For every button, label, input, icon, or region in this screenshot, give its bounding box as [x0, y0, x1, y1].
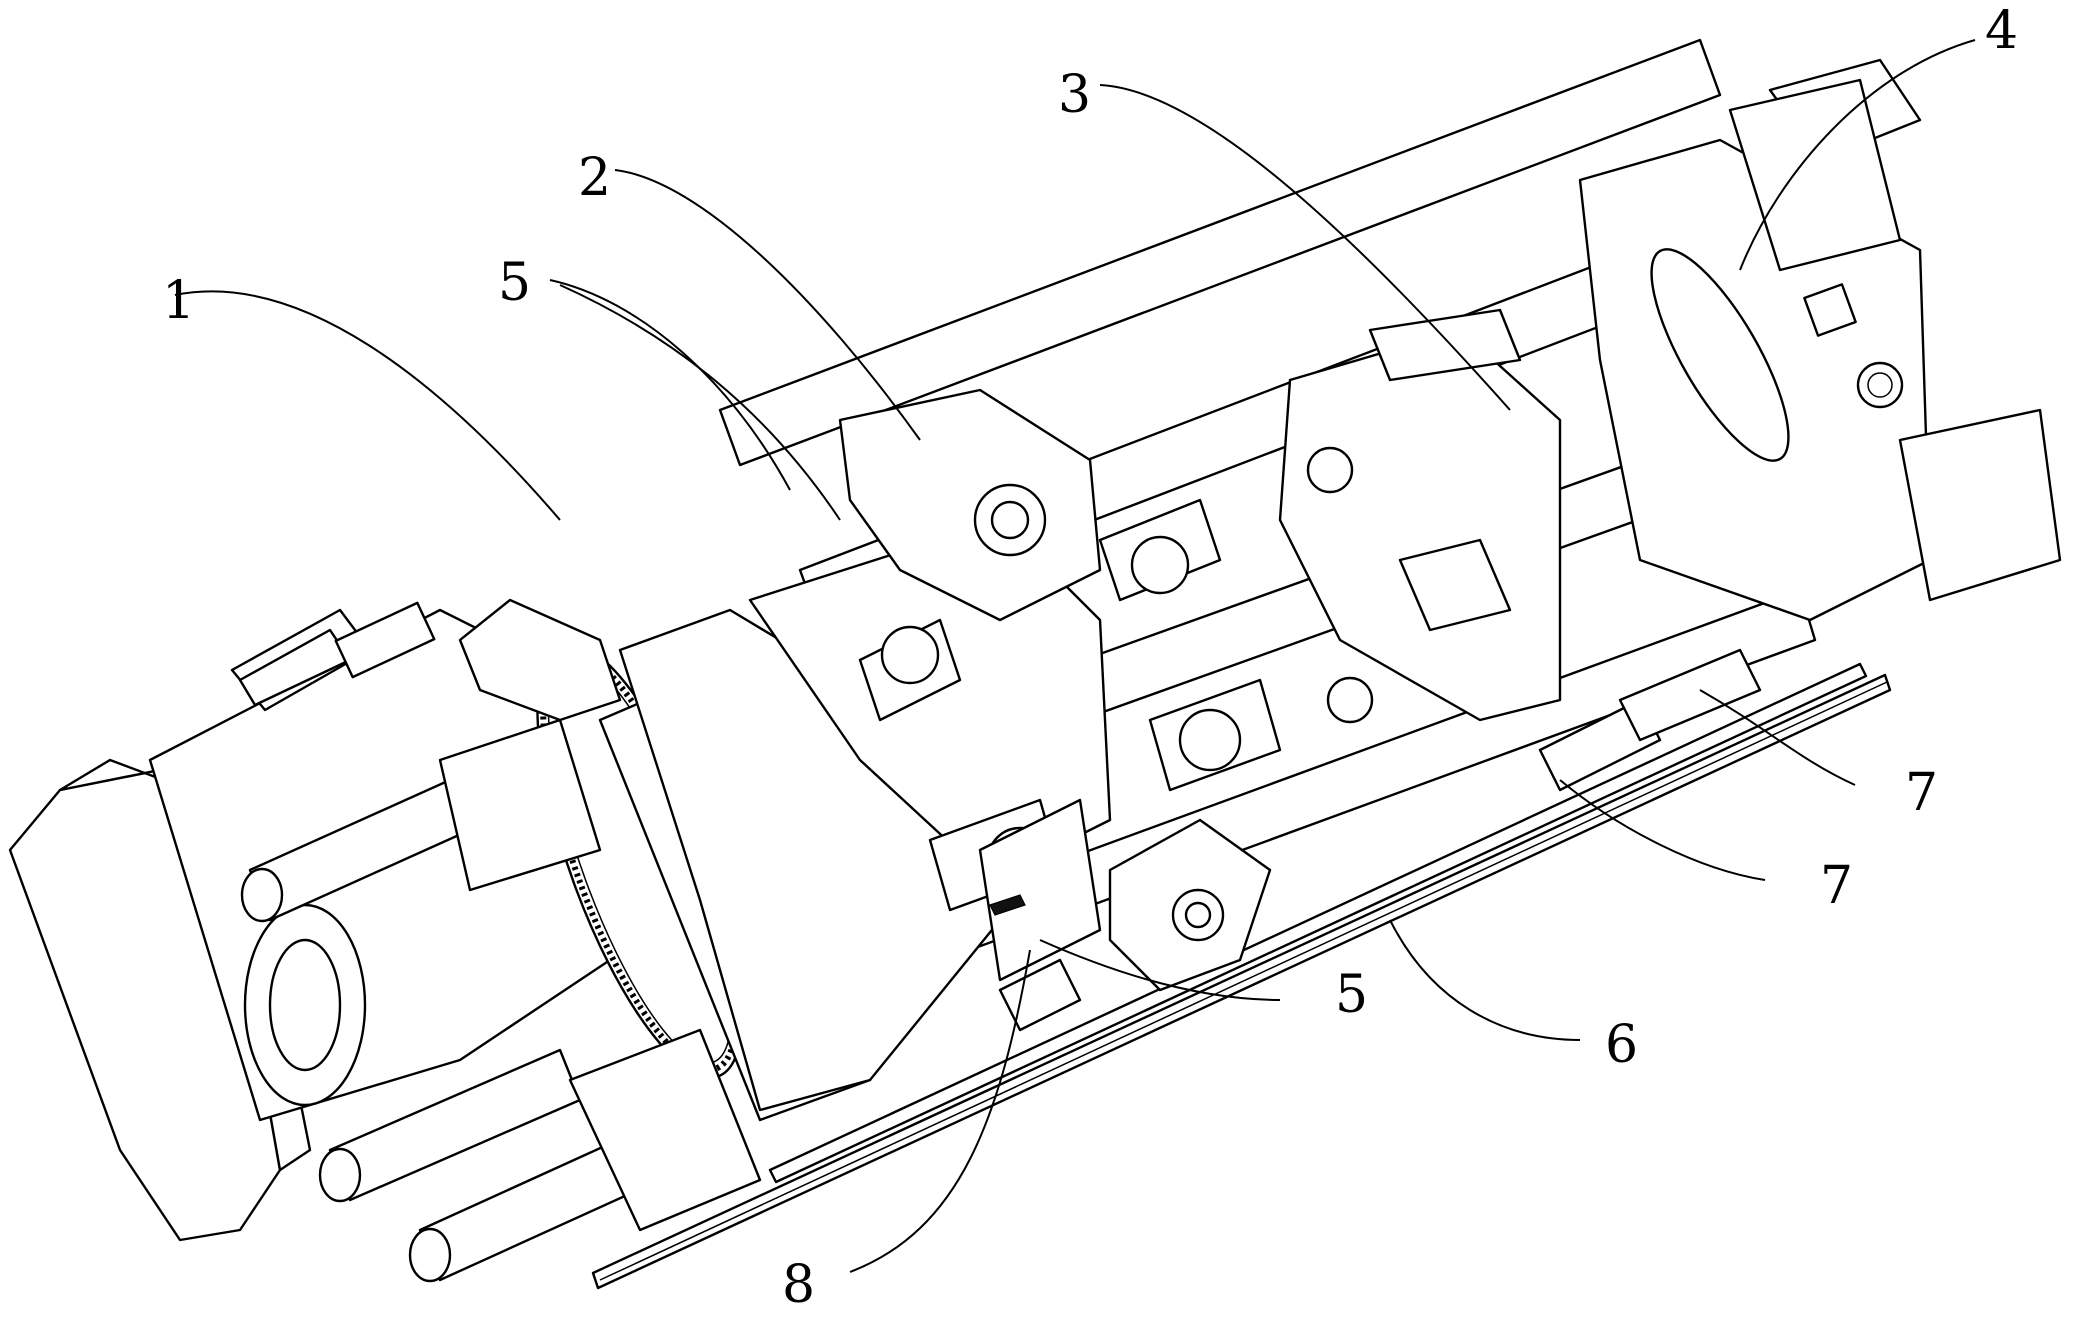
callout-7b: 7 [1820, 856, 1853, 916]
callout-1: 1 [162, 271, 195, 331]
callout-5b: 5 [1335, 965, 1368, 1025]
fixed-platen [1280, 310, 1560, 722]
callout-8: 8 [782, 1255, 815, 1315]
callout-5a: 5 [498, 253, 531, 313]
leader-1 [175, 291, 560, 520]
leader-6 [1390, 920, 1580, 1040]
callout-3: 3 [1058, 65, 1091, 125]
callout-7a: 7 [1905, 763, 1938, 823]
callout-2: 2 [578, 148, 611, 208]
callout-6: 6 [1605, 1015, 1638, 1075]
callout-4: 4 [1985, 1, 2018, 61]
